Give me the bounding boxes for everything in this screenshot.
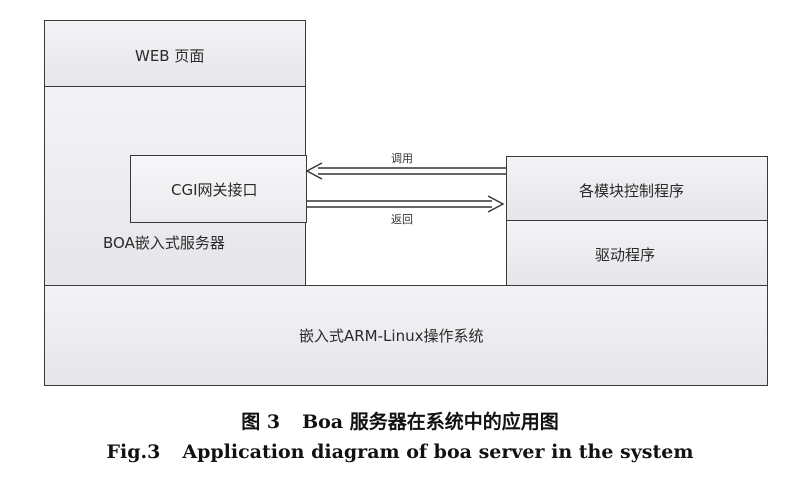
caption-chinese: 图 3 Boa 服务器在系统中的应用图 xyxy=(0,407,800,434)
cgi-gateway-label: CGI网关接口 xyxy=(171,181,258,199)
caption-cn-number: 图 3 xyxy=(241,411,281,433)
os-label: 嵌入式ARM-Linux操作系统 xyxy=(299,327,484,345)
driver-box: 驱动程序 xyxy=(506,220,768,287)
caption-cn-text: Boa 服务器在系统中的应用图 xyxy=(302,411,559,433)
arrows xyxy=(305,162,506,213)
call-arrow xyxy=(305,162,506,180)
os-box: 嵌入式ARM-Linux操作系统 xyxy=(44,285,768,386)
return-label: 返回 xyxy=(391,213,413,226)
driver-label: 驱动程序 xyxy=(595,246,656,264)
boa-application-diagram: WEB 页面 BOA嵌入式服务器 CGI网关接口 各模块控制程序 驱动程序 嵌入… xyxy=(44,20,768,386)
caption-english: Fig.3 Application diagram of boa server i… xyxy=(0,441,800,463)
module-control-label: 各模块控制程序 xyxy=(579,182,685,200)
caption-en-text: Application diagram of boa server in the… xyxy=(182,441,694,463)
boa-server-label: BOA嵌入式服务器 xyxy=(103,234,225,252)
web-page-label: WEB 页面 xyxy=(135,47,205,65)
return-arrow xyxy=(307,195,505,213)
web-page-box: WEB 页面 xyxy=(44,20,306,88)
cgi-gateway-box: CGI网关接口 xyxy=(130,155,307,223)
call-label: 调用 xyxy=(391,152,413,165)
caption-en-number: Fig.3 xyxy=(106,441,161,463)
